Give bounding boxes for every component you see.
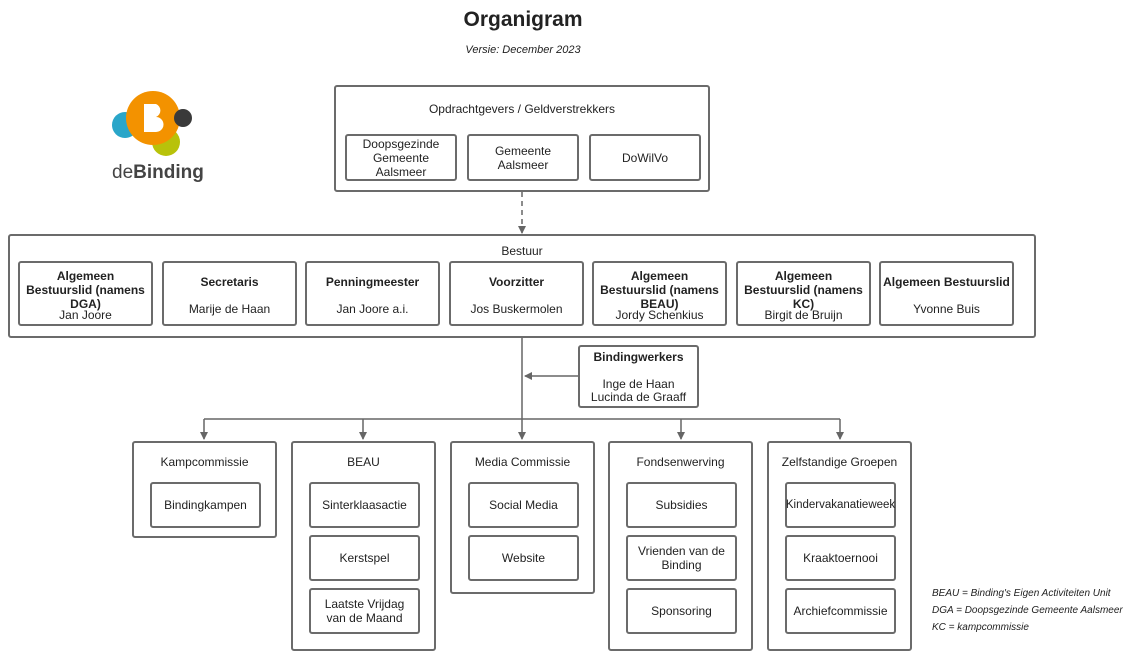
board-member-card: Algemeen Bestuurslid (namens DGA) Jan Jo…	[18, 261, 153, 326]
board-member-role: Algemeen Bestuurslid	[883, 275, 1010, 289]
board-member-name: Jan Joore	[59, 308, 112, 322]
funder-box: DoWilVo	[589, 134, 701, 181]
committee-item: Sinterklaasactie	[309, 482, 420, 528]
board-member-card: Algemeen Bestuurslid (namens KC) Birgit …	[736, 261, 871, 326]
committee-beau: BEAU Sinterklaasactie Kerstspel Laatste …	[291, 441, 436, 651]
board-member-card: Algemeen Bestuurslid (namens BEAU) Jordy…	[592, 261, 727, 326]
committee-item: Archiefcommissie	[785, 588, 896, 634]
committee-item: Laatste Vrijdag van de Maand	[309, 588, 420, 634]
board-title: Bestuur	[501, 244, 543, 258]
version-label: Versie: December 2023	[465, 44, 581, 56]
committee-item: Sponsoring	[626, 588, 737, 634]
committee-zelfstandige-groepen: Zelfstandige Groepen Kindervakanatieweek…	[767, 441, 912, 651]
committee-item: Kraaktoernooi	[785, 535, 896, 581]
board-member-name: Jan Joore a.i.	[336, 302, 409, 316]
worker-name: Lucinda de Graaff	[590, 390, 687, 404]
committee-item: Vrienden van de Binding	[626, 535, 737, 581]
legend-line: DGA = Doopsgezinde Gemeente Aalsmeer	[932, 605, 1123, 616]
funder-box: Gemeente Aalsmeer	[467, 134, 579, 181]
workers-box: Bindingwerkers Inge de Haan Lucinda de G…	[578, 345, 699, 408]
board-member-role: Algemeen Bestuurslid (namens DGA)	[26, 269, 145, 311]
committee-item: Social Media	[468, 482, 579, 528]
committee-item: Kindervakanatieweek	[785, 482, 896, 528]
board-group: Bestuur Algemeen Bestuurslid (namens DGA…	[8, 234, 1036, 338]
logo-mark	[112, 91, 192, 156]
logo-name: Binding	[133, 162, 204, 183]
page-title: Organigram	[463, 8, 583, 31]
committee-item: Website	[468, 535, 579, 581]
legend-line: BEAU = Binding's Eigen Activiteiten Unit	[932, 588, 1111, 599]
committee-item: Subsidies	[626, 482, 737, 528]
board-member-role: Algemeen Bestuurslid (namens KC)	[744, 269, 863, 311]
worker-name: Inge de Haan	[602, 377, 675, 391]
board-member-name: Yvonne Buis	[913, 302, 980, 316]
committee-title: Fondsenwerving	[636, 455, 725, 469]
board-member-role: Secretaris	[200, 275, 259, 289]
board-member-role: Algemeen Bestuurslid (namens BEAU)	[600, 269, 719, 311]
committee-kampcommissie: Kampcommissie Bindingkampen	[132, 441, 277, 538]
committee-title: Media Commissie	[474, 455, 571, 469]
board-member-card: Algemeen Bestuurslid Yvonne Buis	[879, 261, 1014, 326]
committee-item: Kerstspel	[309, 535, 420, 581]
board-member-name: Birgit de Bruijn	[764, 308, 843, 322]
board-member-role: Voorzitter	[488, 275, 545, 289]
committee-title: Zelfstandige Groepen	[781, 455, 898, 469]
board-member-role: Penningmeester	[325, 275, 420, 289]
funders-group: Opdrachtgevers / Geldverstrekkers Doopsg…	[334, 85, 710, 192]
board-member-name: Jordy Schenkius	[615, 308, 704, 322]
board-member-card: Penningmeester Jan Joore a.i.	[305, 261, 440, 326]
committee-title: Kampcommissie	[160, 455, 249, 469]
committee-media: Media Commissie Social Media Website	[450, 441, 595, 594]
committee-title: BEAU	[347, 455, 380, 469]
debinding-logo: deBinding	[108, 88, 204, 186]
board-member-card: Secretaris Marije de Haan	[162, 261, 297, 326]
committee-fondsenwerving: Fondsenwerving Subsidies Vrienden van de…	[608, 441, 753, 651]
logo-wordmark: deBinding	[112, 162, 204, 184]
legend-line: KC = kampcommissie	[932, 622, 1029, 633]
board-member-card: Voorzitter Jos Buskermolen	[449, 261, 584, 326]
board-member-name: Jos Buskermolen	[470, 302, 563, 316]
committee-item: Bindingkampen	[150, 482, 261, 528]
logo-prefix: de	[112, 162, 134, 183]
workers-title: Bindingwerkers	[593, 350, 684, 364]
funder-box: Doopsgezinde Gemeente Aalsmeer	[345, 134, 457, 181]
funders-title: Opdrachtgevers / Geldverstrekkers	[428, 102, 616, 116]
board-member-name: Marije de Haan	[188, 302, 271, 316]
